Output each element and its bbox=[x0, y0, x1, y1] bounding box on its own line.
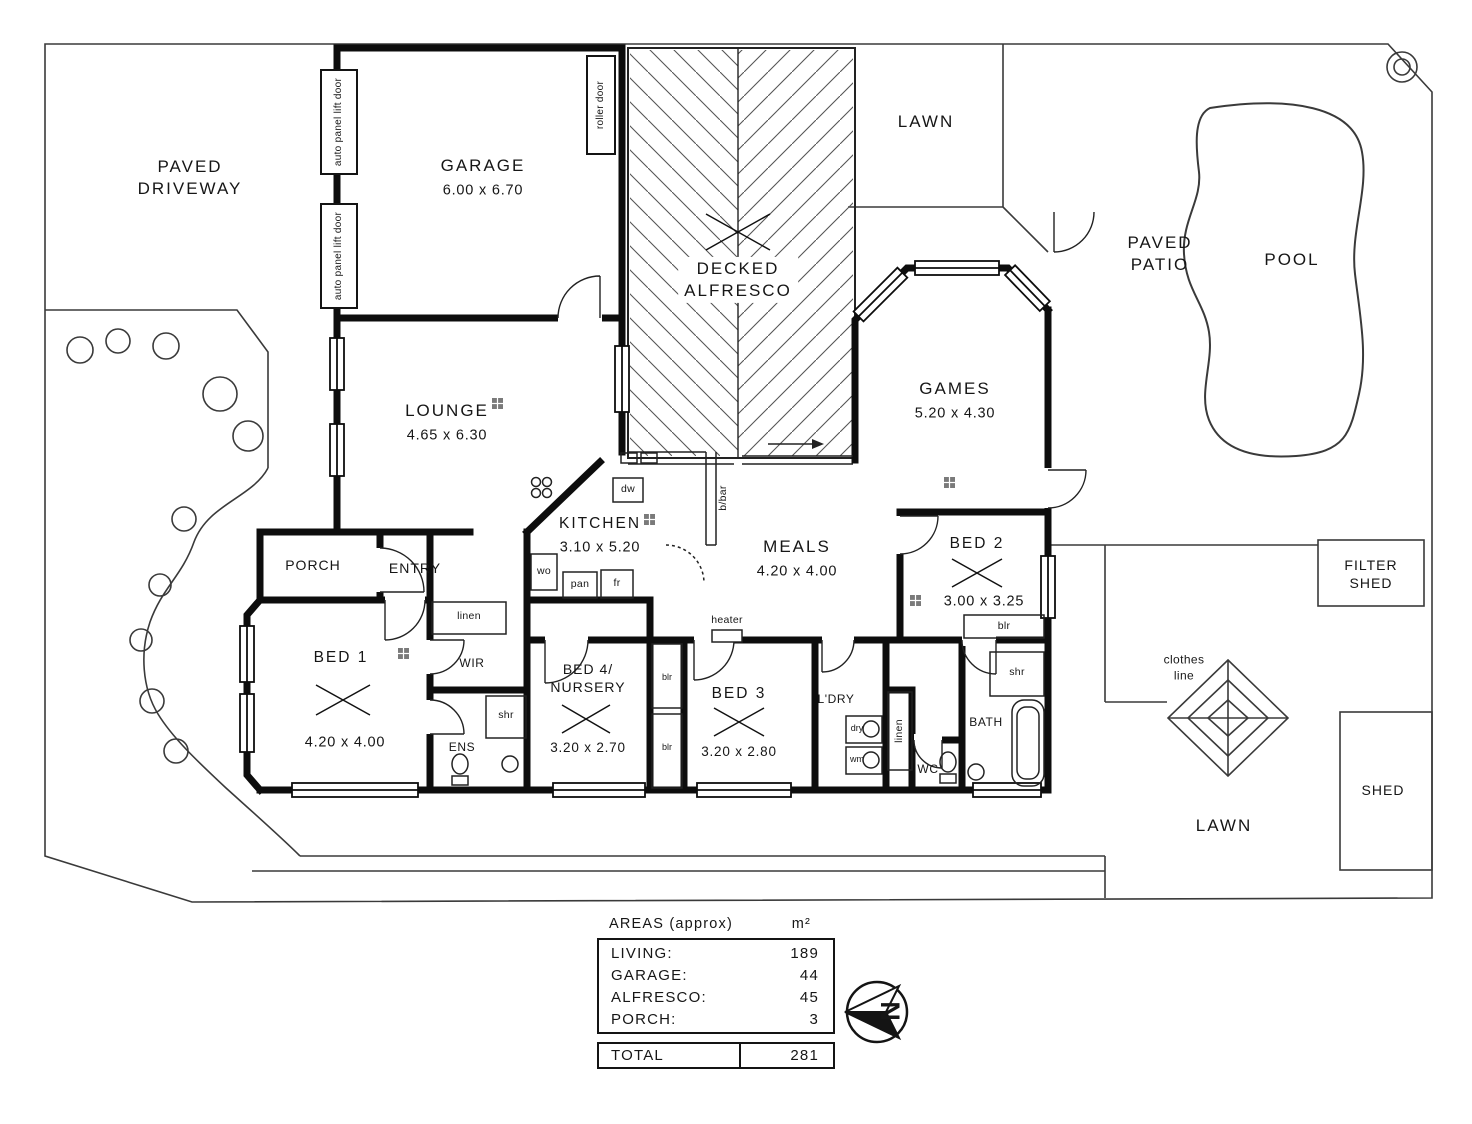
ldry-label: L'DRY bbox=[817, 692, 855, 707]
blr-bed4-label: blr bbox=[661, 672, 673, 683]
table-row: ALFRESCO: 45 bbox=[599, 986, 833, 1008]
paved-patio-line1: PAVED bbox=[1127, 232, 1193, 252]
roller-door-label: roller door bbox=[586, 55, 616, 155]
ens-label: ENS bbox=[448, 740, 476, 755]
alfresco-roof bbox=[627, 47, 856, 459]
meals-dims: 4.20 x 4.00 bbox=[756, 563, 838, 580]
bed4-label: BED 4/ NURSERY bbox=[550, 660, 625, 696]
wir-label: WIR bbox=[459, 656, 485, 671]
areas-title: AREAS (approx) bbox=[609, 916, 733, 932]
shr-ens-label: shr bbox=[498, 709, 514, 722]
site-boundary-lines bbox=[44, 43, 1433, 903]
linen-bath-label: linen bbox=[893, 719, 906, 743]
paved-driveway-label: PAVED DRIVEWAY bbox=[138, 156, 243, 200]
area-row-value: 45 bbox=[799, 988, 819, 1006]
paved-driveway-line2: DRIVEWAY bbox=[137, 179, 243, 198]
windows bbox=[239, 260, 1056, 798]
fixtures bbox=[431, 439, 1045, 789]
table-row: PORCH: 3 bbox=[599, 1008, 833, 1030]
north-compass bbox=[844, 980, 909, 1044]
shr-bath-label: shr bbox=[1009, 666, 1025, 679]
meals-label: MEALS bbox=[763, 536, 831, 556]
area-row-label: ALFRESCO: bbox=[611, 988, 707, 1006]
garage-dims: 6.00 x 6.70 bbox=[442, 182, 524, 199]
wo-label: wo bbox=[536, 565, 552, 578]
games-label: GAMES bbox=[919, 378, 991, 398]
table-row: LIVING: 189 bbox=[599, 942, 833, 964]
table-row: GARAGE: 44 bbox=[599, 964, 833, 986]
area-row-label: PORCH: bbox=[611, 1010, 677, 1028]
areas-unit: m² bbox=[791, 916, 811, 932]
pool-outline bbox=[1182, 102, 1365, 458]
light-symbols bbox=[398, 398, 955, 659]
bed2-label: BED 2 bbox=[949, 534, 1005, 552]
garden-trees bbox=[66, 51, 1418, 764]
garage-label: GARAGE bbox=[440, 155, 526, 175]
areas-table-header: AREAS (approx) m² bbox=[597, 916, 835, 938]
entry-label: ENTRY bbox=[388, 559, 442, 576]
lawn-top-label: LAWN bbox=[897, 111, 955, 131]
bath-label: BATH bbox=[969, 715, 1003, 730]
clothes-line-line2: line bbox=[1173, 668, 1195, 682]
area-row-label: LIVING: bbox=[611, 944, 673, 962]
auto-door-label-1: auto panel lift door bbox=[320, 69, 358, 175]
kitchen-label: KITCHEN bbox=[558, 514, 642, 532]
paved-patio-line2: PATIO bbox=[1130, 255, 1190, 274]
clothes-line-label: clothes line bbox=[1164, 652, 1205, 683]
area-row-label: GARAGE: bbox=[611, 966, 688, 984]
areas-table-body: LIVING: 189 GARAGE: 44 ALFRESCO: 45 PORC… bbox=[597, 938, 835, 1034]
fan-symbols bbox=[315, 213, 1003, 737]
bed3-label: BED 3 bbox=[711, 684, 767, 702]
lawn-bottom-label: LAWN bbox=[1195, 815, 1253, 835]
games-dims: 5.20 x 4.30 bbox=[914, 405, 996, 422]
shed-label: SHED bbox=[1361, 781, 1405, 798]
dw-label: dw bbox=[620, 483, 636, 496]
wc-label: WC bbox=[917, 762, 939, 777]
bed2-dims: 3.00 x 3.25 bbox=[943, 593, 1025, 610]
bed1-dims: 4.20 x 4.00 bbox=[304, 734, 386, 751]
blr-bed3-label: blr bbox=[661, 742, 673, 753]
paved-patio-label: PAVED PATIO bbox=[1127, 232, 1192, 276]
shed-outline bbox=[1339, 711, 1433, 871]
lounge-dims: 4.65 x 6.30 bbox=[406, 427, 488, 444]
bed4-line1: BED 4/ bbox=[562, 660, 614, 677]
areas-total-label: TOTAL bbox=[611, 1047, 664, 1064]
wm-label: wm bbox=[850, 754, 864, 765]
filter-shed-outline bbox=[1317, 539, 1425, 607]
bed1-label: BED 1 bbox=[313, 648, 369, 666]
pool-label: POOL bbox=[1264, 249, 1320, 269]
kitchen-dims: 3.10 x 5.20 bbox=[559, 539, 641, 556]
blr-bed2-label: blr bbox=[997, 620, 1011, 633]
north-letter: N bbox=[875, 1001, 906, 1021]
auto-door-label-2: auto panel lift door bbox=[320, 203, 358, 309]
clothes-line-frame bbox=[1166, 658, 1290, 778]
area-row-value: 189 bbox=[790, 944, 819, 962]
areas-table: AREAS (approx) m² LIVING: 189 GARAGE: 44… bbox=[597, 916, 835, 1069]
paved-driveway-line1: PAVED bbox=[157, 156, 223, 176]
alfresco-label: DECKED ALFRESCO bbox=[678, 256, 798, 304]
filter-shed-line1: FILTER bbox=[1344, 556, 1398, 573]
area-row-value: 3 bbox=[809, 1010, 819, 1028]
alfresco-line2: ALFRESCO bbox=[684, 281, 792, 300]
filter-shed-label: FILTER SHED bbox=[1344, 556, 1397, 592]
porch-label: PORCH bbox=[285, 556, 341, 573]
areas-total-row: TOTAL 281 bbox=[597, 1042, 835, 1069]
filter-shed-line2: SHED bbox=[1349, 575, 1393, 591]
bed3-dims: 3.20 x 2.80 bbox=[701, 744, 777, 760]
area-row-value: 44 bbox=[799, 966, 819, 984]
bed4-dims: 3.20 x 2.70 bbox=[550, 740, 626, 756]
alfresco-line1: DECKED bbox=[696, 258, 780, 278]
fr-label: fr bbox=[613, 577, 621, 590]
dry-label: dry bbox=[850, 723, 864, 734]
pan-label: pan bbox=[570, 578, 590, 591]
bbar-label: b/bar bbox=[717, 485, 730, 511]
bed4-line2: NURSERY bbox=[550, 679, 626, 695]
heater-label: heater bbox=[711, 614, 743, 627]
linen-hall-label: linen bbox=[457, 610, 481, 623]
clothes-line-line1: clothes bbox=[1163, 652, 1205, 667]
areas-total-value: 281 bbox=[739, 1044, 833, 1067]
lounge-label: LOUNGE bbox=[405, 400, 489, 420]
